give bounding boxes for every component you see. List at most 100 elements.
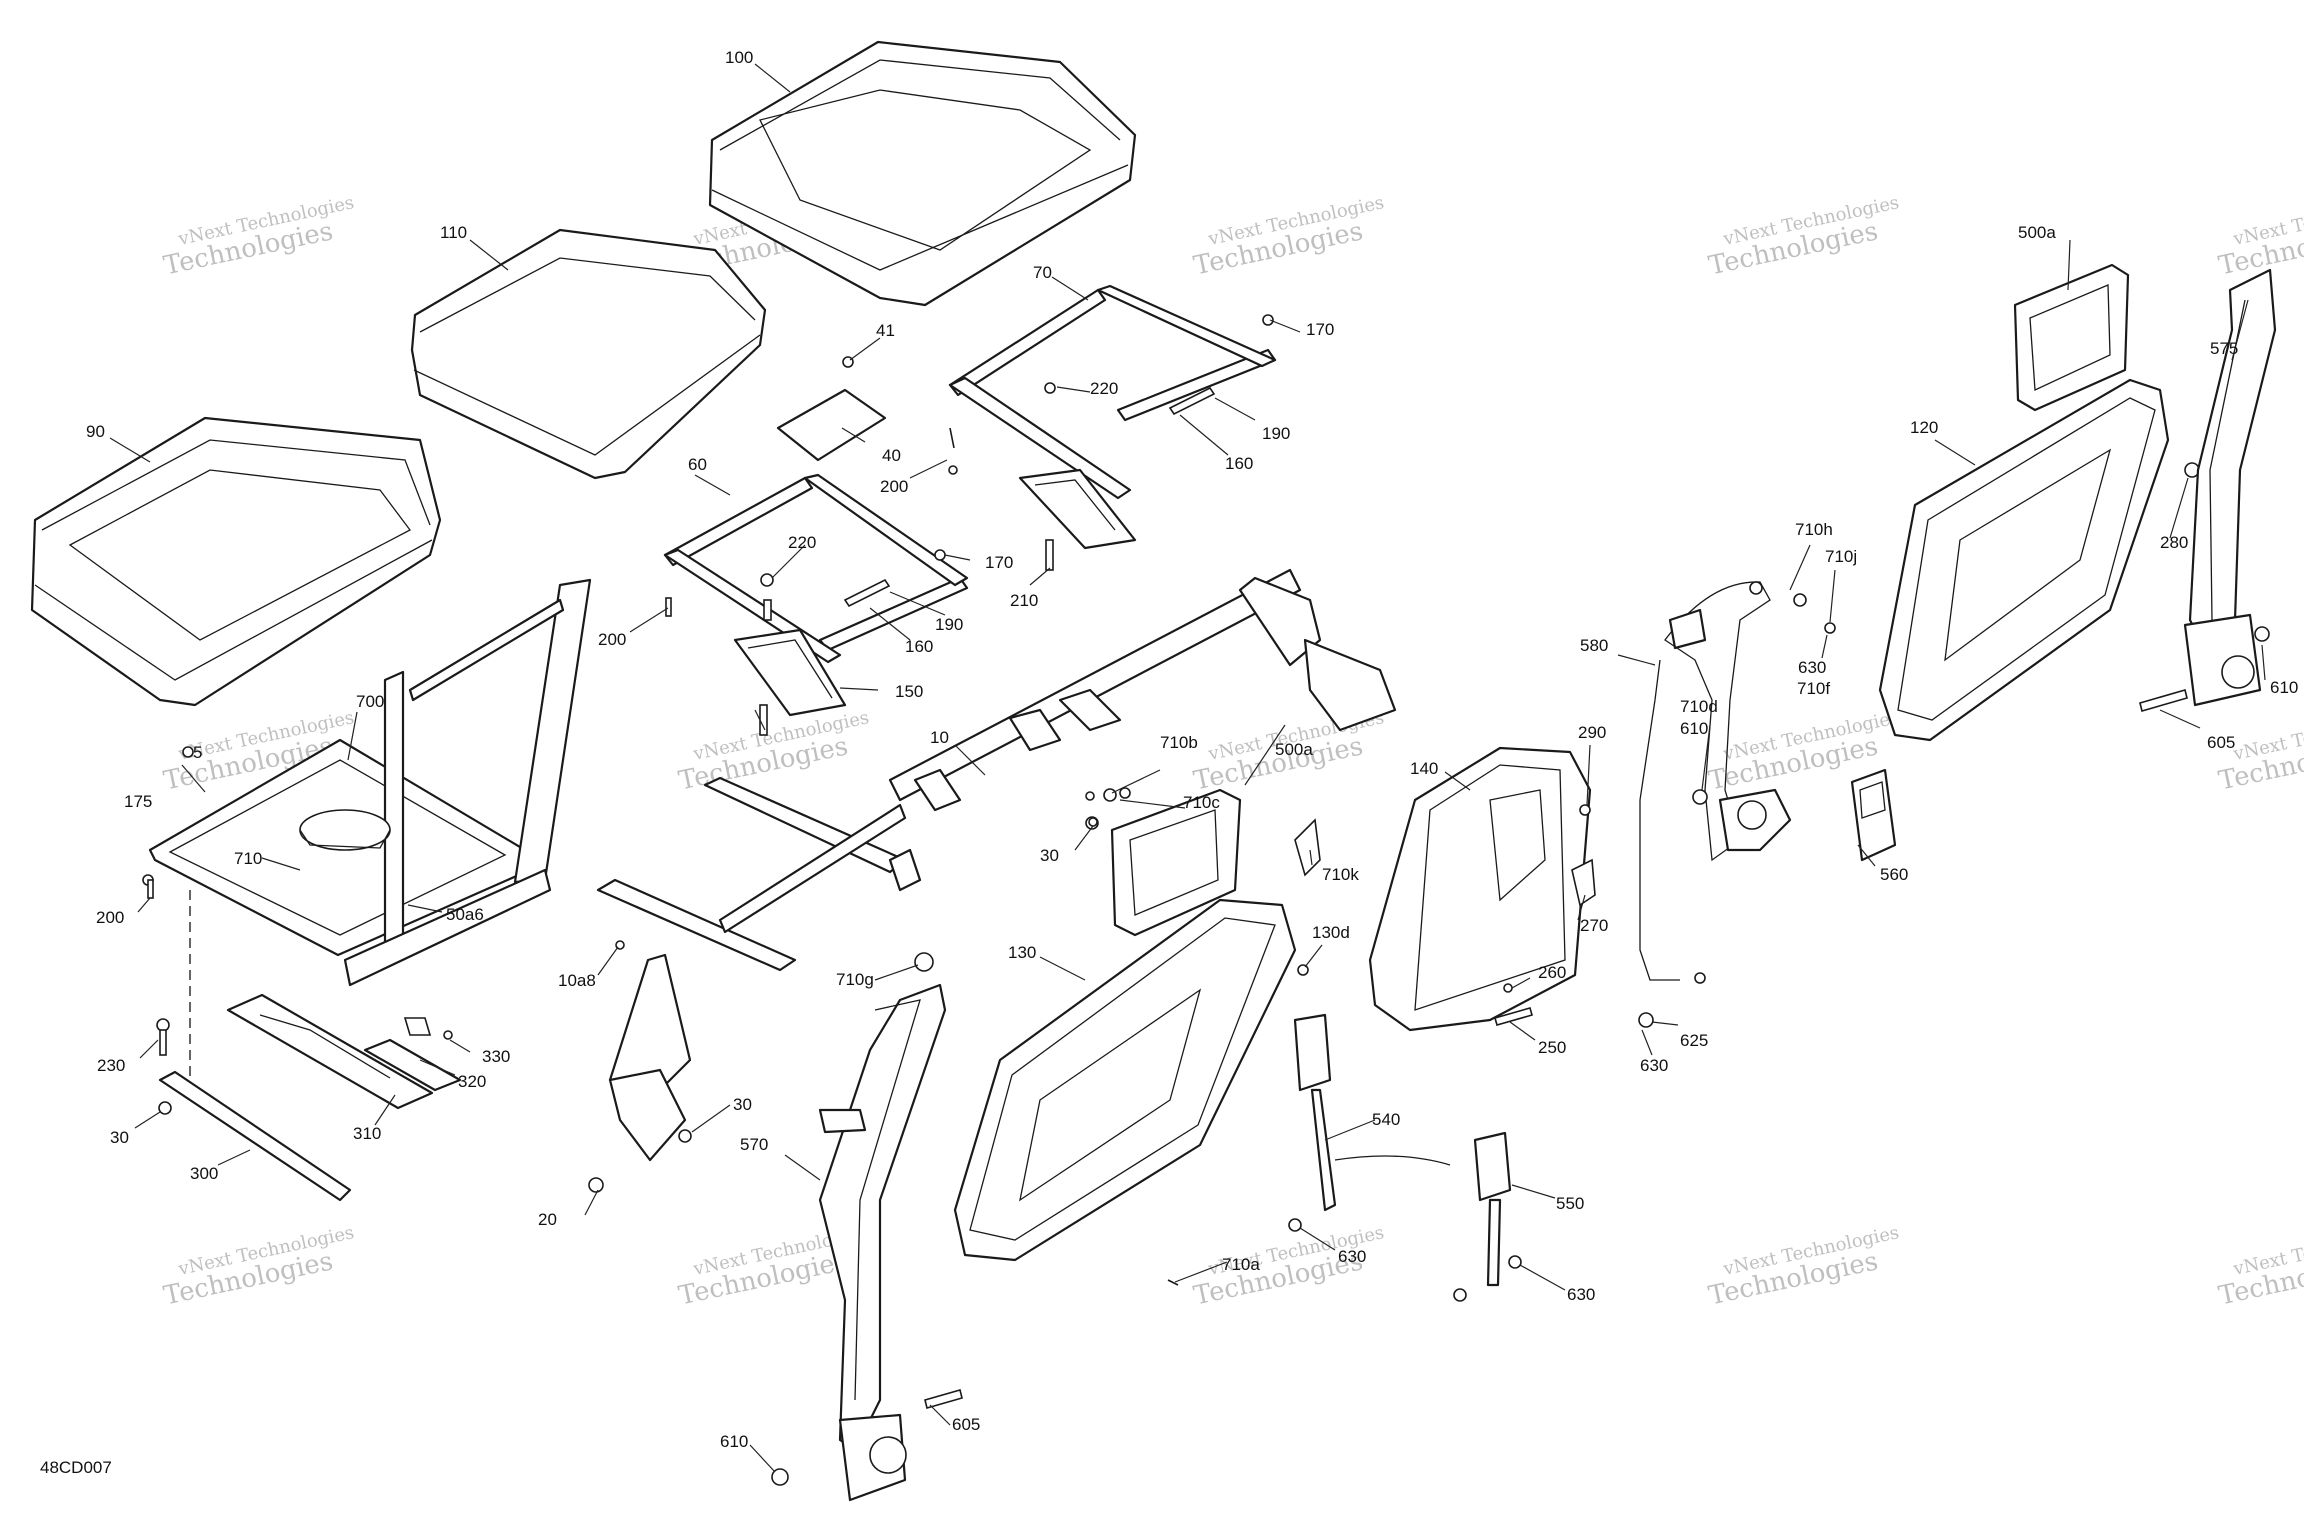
callout-570: 570 — [740, 1135, 768, 1154]
callout-500a-right: 500a — [2018, 223, 2056, 242]
callout-5: 5 — [193, 743, 202, 762]
screw-710a — [1167, 1279, 1179, 1286]
callout-50a6: 50a6 — [446, 905, 484, 924]
callout-710h: 710h — [1795, 520, 1833, 539]
callout-700: 700 — [356, 692, 384, 711]
callout-280: 280 — [2160, 533, 2188, 552]
callout-190-top: 190 — [1262, 424, 1290, 443]
callout-40: 40 — [882, 446, 901, 465]
clip-710k — [1294, 818, 1321, 877]
callout-610-right: 610 — [2270, 678, 2298, 697]
callout-110: 110 — [440, 223, 467, 242]
callout-41: 41 — [876, 321, 895, 340]
buckle-560 — [1850, 768, 1897, 862]
seat-belt-575 — [2139, 268, 2277, 712]
subframe-10 — [588, 568, 1397, 1193]
callout-60: 60 — [688, 455, 707, 474]
callout-70: 70 — [1033, 263, 1052, 282]
callout-610-center: 610 — [720, 1432, 748, 1451]
callout-140: 140 — [1410, 759, 1438, 778]
callout-710k: 710k — [1322, 865, 1359, 884]
callout-625: 625 — [1680, 1031, 1708, 1050]
callout-220-mid: 220 — [788, 533, 816, 552]
callout-290: 290 — [1578, 723, 1606, 742]
cover-plate-40 — [776, 356, 958, 475]
callout-575: 575 — [2210, 339, 2238, 358]
slider-frame-70 — [948, 284, 1277, 571]
callout-310: 310 — [353, 1124, 381, 1143]
callout-580: 580 — [1580, 636, 1608, 655]
callout-630-center: 630 — [1338, 1247, 1366, 1266]
seat-rails — [156, 993, 462, 1202]
seat-frame-700 — [142, 578, 592, 987]
callout-605-right: 605 — [2207, 733, 2235, 752]
callout-130: 130 — [1008, 943, 1036, 962]
seat-back-140 — [1368, 746, 1596, 1032]
callout-605-center: 605 — [952, 1415, 980, 1434]
callout-320: 320 — [458, 1072, 486, 1091]
callout-710g: 710g — [836, 970, 874, 989]
callout-710-left: 710 — [234, 849, 262, 868]
callout-90: 90 — [86, 422, 105, 441]
headrest-500a-center — [1110, 788, 1242, 937]
callout-710f: 710f — [1797, 679, 1830, 698]
callout-170-top: 170 — [1306, 320, 1334, 339]
callout-330: 330 — [482, 1047, 510, 1066]
nut-30 — [1088, 817, 1098, 827]
callout-500a-center: 500a — [1275, 740, 1313, 759]
callout-150: 150 — [895, 682, 923, 701]
callout-540: 540 — [1372, 1110, 1400, 1129]
callout-260: 260 — [1538, 963, 1566, 982]
seat-belt-580 — [1638, 581, 1836, 1028]
callout-200-left: 200 — [96, 908, 124, 927]
callout-190-mid: 190 — [935, 615, 963, 634]
callout-160-mid: 160 — [905, 637, 933, 656]
washer-710c — [1103, 788, 1117, 802]
screw-200-top — [949, 427, 955, 449]
leader-lines — [109, 63, 2266, 1473]
callout-710d: 710d — [1680, 697, 1718, 716]
callout-610-right-mid: 610 — [1680, 719, 1708, 738]
callout-10a8: 10a8 — [558, 971, 596, 990]
callout-710a: 710a — [1222, 1255, 1260, 1274]
seat-cushion-90 — [30, 416, 442, 707]
callout-550: 550 — [1556, 1194, 1584, 1213]
callout-130d: 130d — [1312, 923, 1350, 942]
callout-230: 230 — [97, 1056, 125, 1075]
callout-175: 175 — [124, 792, 152, 811]
callout-270: 270 — [1580, 916, 1608, 935]
slider-frame-60 — [663, 473, 969, 736]
seat-belt-570 — [771, 952, 963, 1502]
callout-10: 10 — [930, 728, 949, 747]
diagram-code: 48CD007 — [40, 1458, 112, 1477]
callout-30-lower: 30 — [733, 1095, 752, 1114]
callout-220-top: 220 — [1090, 379, 1118, 398]
seat-back-120 — [1878, 378, 2200, 742]
callout-200-top: 200 — [880, 477, 908, 496]
callout-30-left: 30 — [110, 1128, 129, 1147]
callout-630-center-low: 630 — [1567, 1285, 1595, 1304]
seat-back-130 — [953, 898, 1297, 1262]
callout-labels: 100 110 90 41 40 200 70 170 220 190 160 … — [86, 48, 2298, 1451]
callout-710j: 710j — [1825, 547, 1857, 566]
callout-710c: 710c — [1183, 793, 1220, 812]
headrest-500a-right — [2013, 263, 2130, 412]
seat-cushion-100 — [708, 40, 1137, 307]
callout-30-center: 30 — [1040, 846, 1059, 865]
screw-710b — [1085, 791, 1095, 801]
callout-210-top: 210 — [1010, 591, 1038, 610]
callout-120: 120 — [1910, 418, 1938, 437]
callout-300: 300 — [190, 1164, 218, 1183]
callout-200-mid: 200 — [598, 630, 626, 649]
callout-20: 20 — [538, 1210, 557, 1229]
